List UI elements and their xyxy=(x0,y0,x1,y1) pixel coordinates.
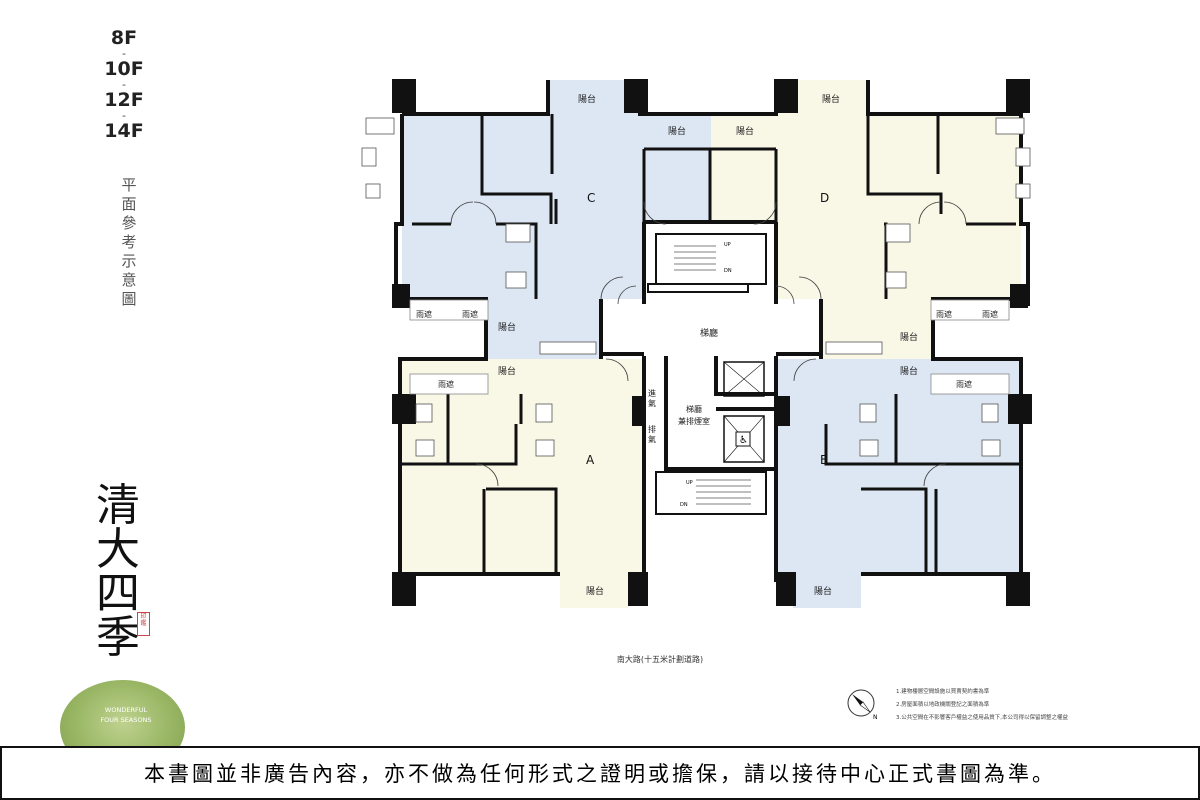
badge-line: WONDERFUL xyxy=(104,706,148,714)
unit-b-balcony-fill xyxy=(793,572,861,608)
floor-separator: - xyxy=(122,78,126,91)
canopy-label: 雨遮 xyxy=(936,309,952,319)
floor-label: 8F xyxy=(110,27,138,49)
door-swings xyxy=(450,201,967,487)
balcony-label: 陽台 xyxy=(578,93,596,105)
note-item: 1.建物樓層空間設施以買賣契約書為準 xyxy=(896,689,990,695)
note-item: 3.公共空間在不影響客戶權益之使用品質下,本公司得以保留調整之權益 xyxy=(896,715,1068,721)
road-label: 南大路(十五米計劃道路) xyxy=(616,655,704,664)
stair-up-label: UP xyxy=(686,480,693,486)
canopy-label: 雨遮 xyxy=(438,379,454,389)
brand-logo-text: 清大四季 xyxy=(96,480,140,663)
unit-d-label: D xyxy=(820,191,829,205)
core-walls xyxy=(599,220,823,582)
balcony-label: 陽台 xyxy=(736,125,754,137)
unit-labels: C D A B xyxy=(586,191,829,467)
compass-icon: N xyxy=(847,689,878,720)
compass-north-label: N xyxy=(873,714,878,720)
badge-text: WONDERFUL FOUR SEASONS xyxy=(86,705,166,725)
accessible-symbol: ♿ xyxy=(739,435,748,446)
plan-subtitle: 平面參考示意圖 xyxy=(121,176,137,308)
exhaust-label: 氣 xyxy=(648,434,656,444)
stair-dn-label: DN xyxy=(724,268,732,274)
stair-dn-label: DN xyxy=(680,502,688,508)
canopy-strips xyxy=(409,299,1010,395)
balcony-label: 陽台 xyxy=(900,365,918,377)
balcony-label: 陽台 xyxy=(822,93,840,105)
floor-plan: UP DN UP DN ♿ xyxy=(361,79,1032,608)
balcony-label: 陽台 xyxy=(668,125,686,137)
intake-label: 進 xyxy=(648,389,656,398)
canopy-label: 雨遮 xyxy=(416,309,432,319)
accessible-elevator-icon xyxy=(735,431,751,447)
canopy-label: 雨遮 xyxy=(462,309,478,319)
exhaust-label: 排 xyxy=(648,424,656,434)
canopy-label: 雨遮 xyxy=(956,379,972,389)
intake-label: 氣 xyxy=(648,398,656,408)
floor-label: 14F xyxy=(104,120,144,142)
floor-separator: - xyxy=(122,109,126,122)
floor-list: 8F - 10F - 12F - 14F xyxy=(96,28,152,142)
note-item: 2.房屋面積以地政機關登記之面積為準 xyxy=(896,702,990,708)
balcony-label: 陽台 xyxy=(498,365,516,377)
bathroom-fixtures xyxy=(361,117,1031,457)
stair-bottom xyxy=(655,471,767,515)
smoke-lobby-label: 梯廳 xyxy=(686,404,702,414)
stair-top xyxy=(647,233,767,293)
unit-a-balcony-fill xyxy=(560,572,628,608)
canopy-label: 雨遮 xyxy=(982,309,998,319)
disclaimer-text: 本書圖並非廣告內容，亦不做為任何形式之證明或擔保，請以接待中心正式書圖為準。 xyxy=(144,762,1056,786)
smoke-lobby-label: 兼排煙室 xyxy=(678,416,710,426)
unit-b-fill xyxy=(776,359,1021,574)
floor-label: 10F xyxy=(104,58,144,80)
unit-a-label: A xyxy=(586,453,595,467)
disclaimer-box: 本書圖並非廣告內容，亦不做為任何形式之證明或擔保，請以接待中心正式書圖為準。 xyxy=(0,746,1200,800)
seal-stamp: 印鑑 xyxy=(137,612,150,636)
unit-b-label: B xyxy=(820,453,828,467)
balcony-label: 陽台 xyxy=(814,585,832,597)
balcony-label: 陽台 xyxy=(900,331,918,343)
unit-c-label: C xyxy=(587,191,595,205)
floor-label: 12F xyxy=(104,89,144,111)
core-box xyxy=(644,222,776,582)
badge-line: FOUR SEASONS xyxy=(100,716,152,724)
room-labels: 陽台 陽台 陽台 陽台 陽台 陽台 陽台 陽台 陽台 陽台 雨遮 雨遮 雨遮 雨… xyxy=(416,93,998,597)
elevator-lobby-label: 梯廳 xyxy=(700,327,718,339)
floor-separator: - xyxy=(122,47,126,60)
balcony-label: 陽台 xyxy=(586,585,604,597)
structural-columns xyxy=(392,79,1032,606)
balcony-label: 陽台 xyxy=(498,321,516,333)
stair-up-label: UP xyxy=(724,242,731,248)
notes-list: 1.建物樓層空間設施以買賣契約書為準 2.房屋面積以地政機關登記之面積為準 3.… xyxy=(896,686,1136,725)
